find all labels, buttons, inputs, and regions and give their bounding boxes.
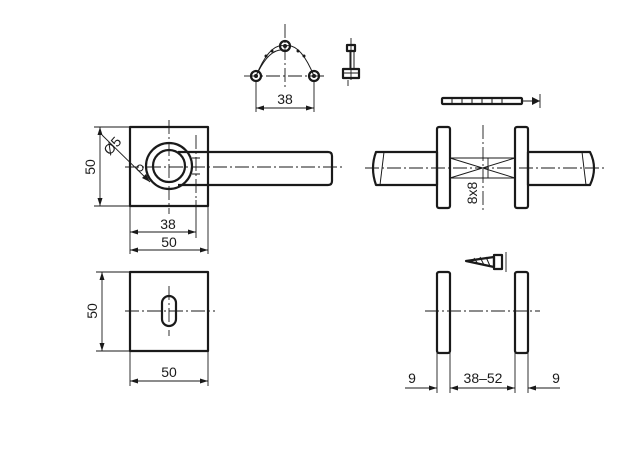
lever-side-view: 8x8 <box>365 125 605 210</box>
escutcheon-front-view: 50 50 <box>84 270 215 386</box>
dim-door-thickness-range: 38–52 <box>464 370 503 386</box>
dim-rose-thickness-right: 9 <box>552 370 560 386</box>
dim-top-hole-spacing: 38 <box>277 91 293 107</box>
dim-lever-offset: 38 <box>160 216 176 232</box>
dim-rose-thickness-left: 9 <box>408 370 416 386</box>
screw-side-view <box>341 38 361 86</box>
door-thickness-view: 9 38–52 9 <box>405 270 560 393</box>
wood-screw <box>464 252 507 272</box>
lever-front-view: Ø5 50 38 50 <box>82 120 345 254</box>
mounting-plate-view: 38 <box>244 24 326 112</box>
dim-spindle-size: 8x8 <box>464 182 480 205</box>
dim-rose-width-top: 50 <box>161 234 177 250</box>
rose-square-bottom <box>128 270 210 353</box>
dim-rose-width-bottom: 50 <box>161 364 177 380</box>
spindle-screw <box>440 94 541 108</box>
dim-rose-height-bottom: 50 <box>84 303 100 319</box>
dim-rose-height-top: 50 <box>82 159 98 175</box>
